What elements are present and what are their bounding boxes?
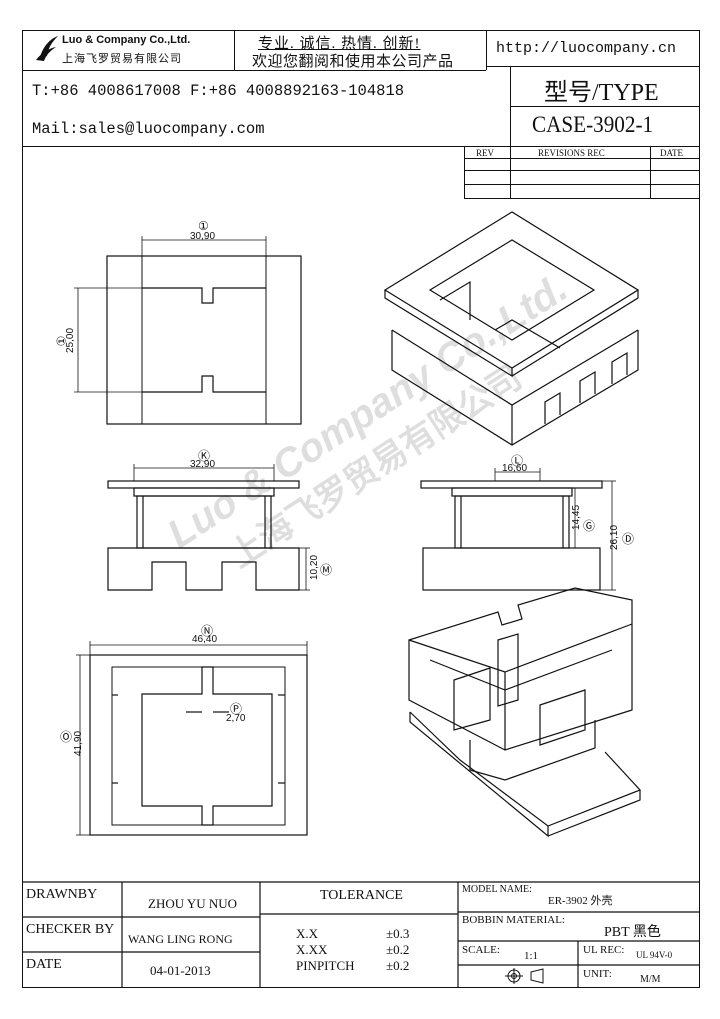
dim-5-value: 16,60 [502,463,528,474]
revisions-col-line [464,146,465,198]
dim-7-value: 26,10 [609,524,621,551]
type-value: CASE-3902-1 [532,112,654,137]
header-divider [510,106,700,107]
tolerance-xxx-value: ±0.2 [386,942,410,957]
scale-label: SCALE: [462,944,500,956]
header-divider [22,70,486,71]
header-divider [234,30,235,70]
revisions-row-line [464,198,700,199]
tolerance-label: TOLERANCE [320,888,403,903]
tolerance-pinpitch-label: PINPITCH [296,958,355,973]
dim-7-mark: Ⓓ [622,532,635,546]
dim-1-mark: ① [198,219,209,233]
revisions-row-line [464,184,700,185]
revisions-col-line [650,146,651,198]
header-divider [510,66,511,146]
tolerance-xxx-label: X.XX [296,942,328,957]
drawing-frame [22,30,700,988]
revisions-header-rev: REV [476,148,494,158]
dim-8-value: 46,40 [192,634,218,645]
type-label: 型号/TYPE [544,80,659,106]
dim-4-mark: Ⓜ [320,563,333,577]
checker-value: WANG LING RONG [128,932,233,946]
website-link[interactable]: http://luocompany.cn [496,40,677,57]
scale-value: 1:1 [524,950,539,962]
dim-4-value: 10,20 [309,554,321,581]
drawnby-value: ZHOU YU NUO [148,896,238,911]
revisions-header-rec: REVISIONS REC [538,148,605,158]
company-name-en: Luo & Company Co.,Ltd. [62,34,191,46]
dim-6-mark: Ⓖ [583,519,596,533]
model-name-label: MODEL NAME: [462,884,532,895]
header-divider [486,30,487,70]
revisions-col-line [510,146,511,198]
header-divider [22,146,700,147]
dim-3-mark: Ⓚ [198,449,211,463]
dim-9-value: 41,90 [73,730,85,757]
tolerance-xx-value: ±0.3 [386,926,410,941]
model-name-value: ER-3902 外壳 [548,895,613,907]
ul-rec-label: UL REC: [583,944,625,956]
dim-3-value: 32,90 [190,459,216,470]
unit-value: M/M [640,974,661,985]
bobbin-material-value: PBT 黑色 [604,925,661,940]
drawnby-label: DRAWNBY [26,887,98,902]
dim-9-mark: Ⓞ [60,730,73,744]
checker-label: CHECKER BY [26,922,115,937]
tolerance-xx-label: X.X [296,926,319,941]
slogan-line2: 欢迎您翻阅和使用本公司产品 [252,54,454,70]
revisions-row-line [464,170,700,171]
tolerance-pinpitch-value: ±0.2 [386,958,410,973]
dim-6-value: 14,45 [571,504,583,531]
revisions-header-date: DATE [660,148,683,158]
bobbin-material-label: BOBBIN MATERIAL: [462,914,565,926]
header-divider [486,66,700,67]
date-label: DATE [26,957,62,972]
dim-10-mark: Ⓟ [230,702,243,716]
phone-fax: T:+86 4008617008 F:+86 4008892163-104818 [32,82,405,100]
dim-1-value: 30,90 [190,231,216,242]
date-value: 04-01-2013 [150,963,211,978]
dim-8-mark: Ⓝ [201,624,214,638]
slogan-line1: 专业. 诚信. 热情. 创新! [258,36,421,52]
revisions-row-line [464,158,700,159]
mail-address[interactable]: Mail:sales@luocompany.com [32,120,265,138]
dim-2-value: 25,00 [65,327,77,354]
ul-rec-value: UL 94V-0 [636,950,673,960]
dim-10-value: 2,70 [226,713,246,724]
company-name-cn: 上海飞罗贸易有限公司 [62,53,182,65]
dim-5-mark: Ⓛ [511,454,524,468]
unit-label: UNIT: [583,968,612,980]
